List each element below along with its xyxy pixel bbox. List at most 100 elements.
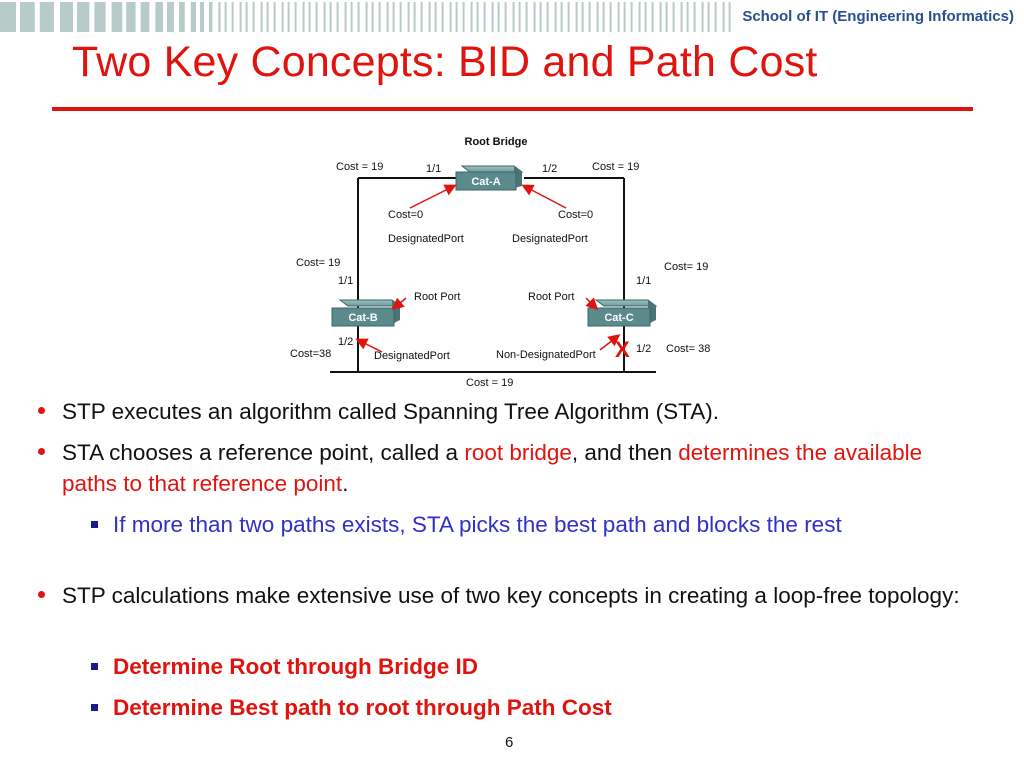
banner-stripe [575,2,578,32]
banner-stripe [462,2,465,32]
banner-stripe [596,2,599,32]
arrow-a-right [521,184,567,209]
bullet-3-sub-1: Determine Root through Bridge ID [91,651,953,682]
a-port-left: 1/1 [426,163,441,175]
banner-stripe [209,2,213,32]
banner-stripe [638,2,641,32]
banner-stripe [525,2,528,32]
banner-stripe [329,2,332,32]
banner-stripe [680,2,683,32]
banner-stripe [77,2,90,32]
bullet-3-sub-2: Determine Best path to root through Path… [91,692,953,723]
school-label: School of IT (Engineering Informatics) [742,8,1014,25]
cost-top-left: Cost = 19 [336,161,383,173]
banner-stripe [413,2,416,32]
banner-stripe [399,2,402,32]
a-cost-left: Cost=0 [388,209,423,221]
banner-stripe [323,2,326,32]
switch-cat-b: Cat-B [331,299,402,327]
b-designated-port: DesignatedPort [374,350,450,362]
banner-stripe [336,2,339,32]
banner-stripe [567,2,570,32]
banner-stripe [623,2,626,32]
banner-stripe [378,2,381,32]
banner-stripe [386,2,389,32]
banner-stripe [365,2,368,32]
banner-stripe [266,2,269,32]
banner-stripe [315,2,318,32]
bullet-2-post: . [342,471,349,496]
banner-stripe [449,2,452,32]
banner-stripe [239,2,242,32]
b-port-bottom: 1/2 [338,336,353,348]
banner-stripe [659,2,662,32]
bullet-square [91,521,98,528]
root-bridge-highlight: root bridge [464,440,572,465]
banner-stripe [722,2,725,32]
switch-label-cat-a: Cat-A [471,176,500,188]
bullet-2-mid: , and then [571,440,679,465]
banner-stripe [512,2,515,32]
banner-stripe [60,2,73,32]
arrow-c-root [585,297,599,311]
banner-stripe [455,2,458,32]
bullet-2-sub-text: If more than two paths exists, STA picks… [113,512,842,537]
banner-stripe [287,2,290,32]
banner-stripe [281,2,284,32]
page-number: 6 [505,734,514,751]
c-root-port: Root Port [528,291,574,303]
blocked-port-mark: X [615,337,630,362]
banner-stripe [392,2,395,32]
arrow-c-nondesignated [599,334,621,351]
c-port-top: 1/1 [636,275,651,287]
banner-stripe [504,2,507,32]
banner-stripe [672,2,675,32]
a-designated-right: DesignatedPort [512,233,588,245]
c-port-bottom: 1/2 [636,343,651,355]
banner-stripe [200,2,204,32]
banner-stripe [126,2,136,32]
cost-left-mid: Cost= 19 [296,257,340,269]
banner-stripe [167,2,174,32]
banner-stripe [420,2,423,32]
banner-stripe [554,2,557,32]
banner-stripe [357,2,360,32]
cost-top-right: Cost = 19 [592,161,639,173]
banner-stripe [609,2,612,32]
bullet-2: STA chooses a reference point, called a … [38,437,962,499]
c-non-designated-port: Non-DesignatedPort [496,349,596,361]
paths-highlight: determines the available paths to that r… [62,440,923,496]
banner-stripe [491,2,494,32]
banner-stripe [260,2,263,32]
banner-stripe [350,2,353,32]
banner-stripe [546,2,549,32]
banner-stripe [20,2,35,32]
banner-stripe [245,2,248,32]
banner-stripe [344,2,347,32]
banner-stripe [155,2,163,32]
banner-stripe [560,2,563,32]
banner-stripe [294,2,297,32]
port-arrows [355,184,621,353]
bullet-3: STP calculations make extensive use of t… [38,580,962,611]
banner-stripe [94,2,106,32]
banner-stripe [483,2,486,32]
banner-stripes [0,0,1024,34]
banner-stripe [231,2,234,32]
banner-stripe [533,2,536,32]
bullet-1-text: STP executes an algorithm called Spannin… [62,399,719,424]
banner-stripe [714,2,717,32]
c-cost: Cost= 38 [666,343,710,355]
b-root-port: Root Port [414,291,460,303]
switch-cat-c: Cat-C [587,299,658,327]
page-title: Two Key Concepts: BID and Path Cost [72,38,818,86]
banner-stripe [630,2,633,32]
arrow-b-designated [355,338,383,353]
banner-stripe [651,2,654,32]
stp-topology-diagram: Cat-A Cat-B Cat-C Root Bridge Cost = 19 … [290,136,710,389]
banner-stripe [665,2,668,32]
arrow-a-left [409,184,457,209]
banner-stripe [693,2,696,32]
bullet-3-sub-1-text: Determine Root through Bridge ID [113,654,478,679]
bullet-dot [38,591,45,598]
